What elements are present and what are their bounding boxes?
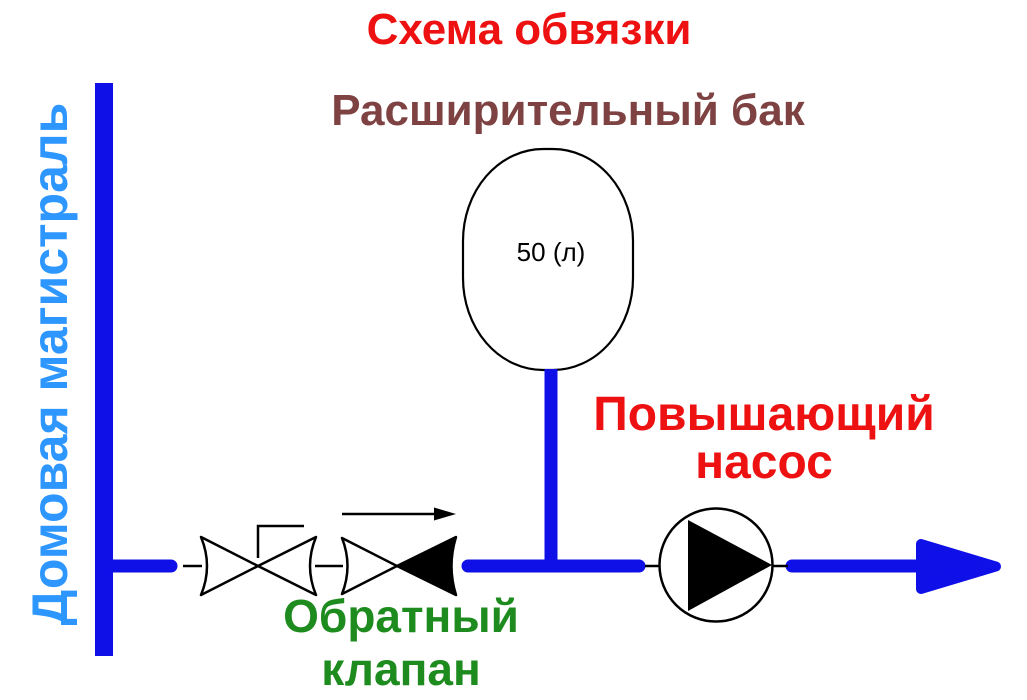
- boost-pump-label-line1: Повышающий: [593, 388, 935, 441]
- shutoff-valve-right-wing: [256, 535, 318, 597]
- shutoff-valve-handle: [256, 524, 304, 558]
- check-valve-label-line1: Обратный: [283, 590, 519, 642]
- boost-pump-impeller: [688, 520, 772, 611]
- tank-capacity-label: 50 (л): [516, 237, 586, 267]
- check-valve-open-wing: [340, 536, 399, 596]
- shutoff-valve-left-wing: [199, 535, 260, 597]
- house-main-label: Домовая магистраль: [22, 102, 78, 626]
- check-valve-label-line2: клапан: [321, 643, 481, 695]
- flow-direction-arrow-head: [434, 507, 456, 521]
- boost-pump-label-line2: насос: [695, 436, 833, 489]
- check-valve-label: Обратный клапан: [201, 590, 601, 696]
- diagram-title: Схема обвязки: [366, 5, 692, 54]
- outlet-arrow: [916, 539, 1001, 594]
- expansion-tank-label: Расширительный бак: [331, 86, 805, 135]
- check-valve-closed-wing: [395, 535, 458, 597]
- boost-pump-label: Повышающий насос: [564, 391, 964, 487]
